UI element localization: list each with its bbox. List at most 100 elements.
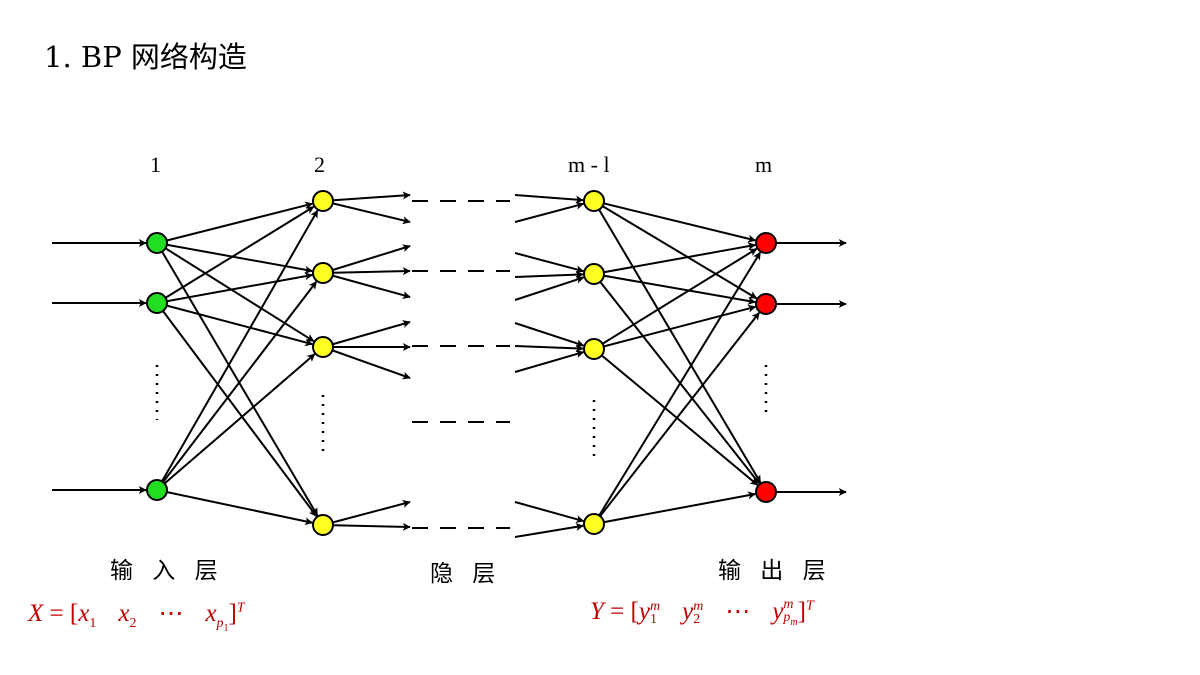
- fanin-edge: [514, 322, 585, 348]
- hidden-node: [583, 338, 605, 360]
- weight-edge: [156, 201, 314, 244]
- input-node: [146, 232, 168, 254]
- fanout-edge: [322, 272, 411, 299]
- output-vector-eq: = [: [603, 598, 639, 625]
- output-node: [755, 232, 777, 254]
- fanout-edge: [322, 522, 411, 531]
- x2-symbol: x: [118, 600, 130, 627]
- fanin-edge: [514, 252, 585, 274]
- fanin-edge: [514, 270, 584, 279]
- input-vector-lhs: X: [28, 600, 44, 627]
- weight-edge: [593, 200, 762, 484]
- weight-edge: [593, 312, 761, 525]
- hidden-node: [312, 514, 334, 536]
- fanout-edge: [322, 320, 411, 348]
- weight-edge: [156, 302, 314, 347]
- layer-label-1: 1: [150, 152, 161, 177]
- weight-edge: [593, 247, 758, 350]
- xp-sub-1: 1: [223, 622, 229, 634]
- xp-subscript: p1: [216, 616, 229, 634]
- output-vector-close: ]: [797, 598, 806, 625]
- weight-edge: [156, 242, 319, 517]
- fanin-edge: [514, 523, 584, 538]
- fanin-edge: [514, 201, 585, 223]
- layer-label-m: m: [755, 152, 772, 177]
- input-transpose: T: [236, 600, 245, 616]
- weight-edge: [593, 348, 759, 486]
- y2-subscript: 2: [693, 612, 701, 628]
- hidden-node: [312, 190, 334, 212]
- yp-superscript: m: [783, 596, 794, 612]
- hidden-node: [312, 336, 334, 358]
- yp-sub-m: m: [790, 616, 798, 628]
- weight-edge: [156, 242, 315, 343]
- fanout-edge: [322, 200, 411, 225]
- hidden-layer-label: 隐 层: [430, 561, 501, 587]
- input-ellipsis: ⋯: [158, 600, 184, 627]
- weight-edge: [593, 273, 756, 305]
- weight-edge: [156, 302, 318, 517]
- yp-sub-p: p: [783, 609, 791, 625]
- x2-subscript: 2: [129, 616, 137, 631]
- weight-edge: [593, 251, 762, 525]
- fanin-edge: [514, 344, 584, 353]
- layer-label-m-minus-1: m - l: [568, 152, 610, 177]
- xp-symbol: x: [205, 600, 217, 627]
- weight-edge: [156, 353, 316, 491]
- connection-edges: [52, 191, 847, 538]
- fanout-edge: [322, 346, 411, 380]
- output-layer-label: 输 出 层: [718, 558, 832, 584]
- fanout-edge: [322, 244, 411, 274]
- output-node: [755, 481, 777, 503]
- x1-subscript: 1: [89, 616, 97, 631]
- weight-edge: [156, 209, 319, 491]
- weight-edge: [593, 304, 757, 350]
- weight-edge: [593, 242, 756, 275]
- output-vector-lhs: Y: [590, 598, 604, 625]
- fanin-edge: [514, 350, 585, 373]
- hidden-node: [312, 262, 334, 284]
- y1-superscript: m: [649, 599, 661, 615]
- fanin-edge: [514, 275, 585, 301]
- network-nodes: [146, 190, 777, 536]
- layer-label-2: 2: [314, 152, 325, 177]
- weight-edge: [593, 273, 760, 484]
- fanout-edge: [322, 191, 411, 202]
- weight-edge: [156, 489, 314, 526]
- output-transpose: T: [805, 598, 814, 614]
- xp-sub-p: p: [216, 616, 224, 631]
- yp-subscript: pm: [783, 609, 798, 629]
- input-vector-eq: = [: [43, 600, 79, 627]
- yp-symbol: y: [772, 598, 784, 625]
- weight-edge: [593, 200, 758, 300]
- input-vector-close: ]: [228, 600, 237, 627]
- output-ellipsis: ⋯: [725, 598, 751, 625]
- output-node: [755, 293, 777, 315]
- weight-edge: [593, 491, 756, 525]
- input-node: [146, 479, 168, 501]
- weight-edge: [593, 200, 757, 243]
- y1-symbol: y: [638, 598, 650, 625]
- fanin-edge: [514, 501, 585, 523]
- fanout-edge: [322, 267, 411, 276]
- y2-superscript: m: [693, 599, 704, 615]
- hidden-node: [583, 190, 605, 212]
- hidden-node: [583, 263, 605, 285]
- fanout-edge: [322, 499, 411, 526]
- y1-subscript: 1: [649, 612, 657, 628]
- input-layer-label: 输 入 层: [110, 558, 224, 584]
- weight-edge: [156, 205, 315, 304]
- x1-symbol: x: [78, 600, 90, 627]
- hidden-node: [583, 513, 605, 535]
- input-node: [146, 292, 168, 314]
- page-title: 1. BP 网络构造: [44, 40, 247, 74]
- hidden-dashes: [412, 200, 510, 529]
- fanin-edge: [514, 194, 584, 204]
- weight-edge: [156, 281, 318, 491]
